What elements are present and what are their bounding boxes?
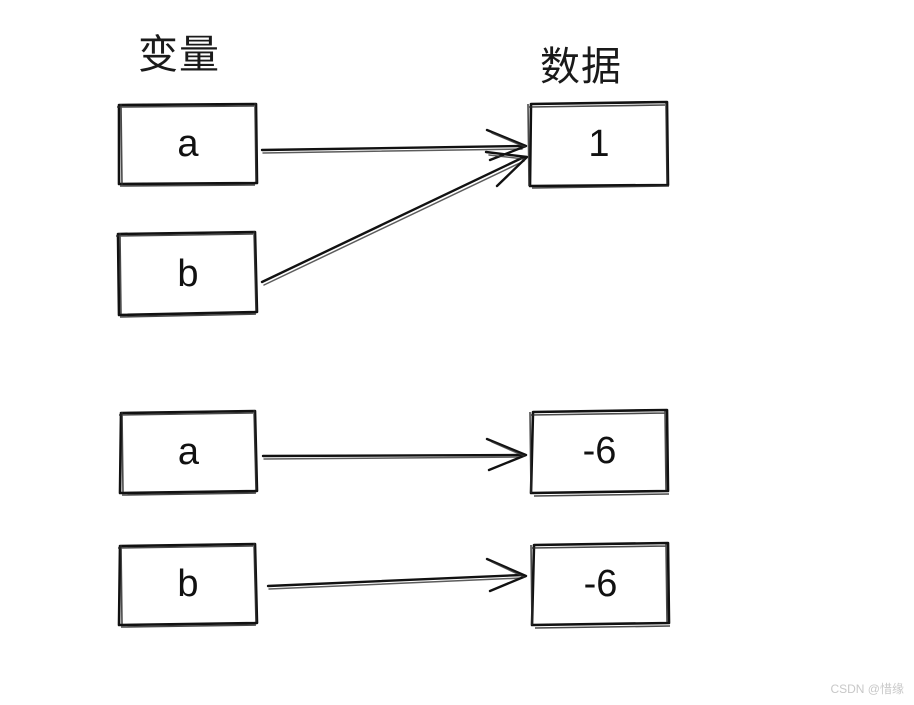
csdn-watermark: CSDN @惜缘: [830, 682, 904, 696]
arrow-variable-1a-to-data-1: [260, 128, 528, 162]
box-data-2b: [530, 541, 671, 629]
label-data-2b: -6: [583, 562, 618, 605]
box-variable-1a: [116, 102, 259, 187]
arrow-variable-2a-to-data-2a: [261, 437, 528, 472]
label-variable-1b: b: [177, 252, 199, 295]
column-header-data: 数据: [540, 44, 622, 89]
box-variable-1b: [115, 230, 259, 318]
box-data-1: [527, 100, 670, 189]
column-header-variable: 变量: [138, 32, 220, 77]
label-data-2a: -6: [582, 430, 617, 472]
box-data-2a: [529, 408, 670, 497]
label-variable-2a: a: [177, 431, 200, 473]
box-variable-2b: [117, 542, 259, 628]
box-variable-2a: [118, 409, 259, 496]
arrow-variable-2b-to-data-2b: [266, 557, 528, 593]
label-variable-2b: b: [177, 563, 199, 605]
arrow-variable-1b-to-data-1: [260, 150, 529, 286]
label-data-1: 1: [588, 123, 610, 165]
label-variable-1a: a: [177, 123, 199, 165]
